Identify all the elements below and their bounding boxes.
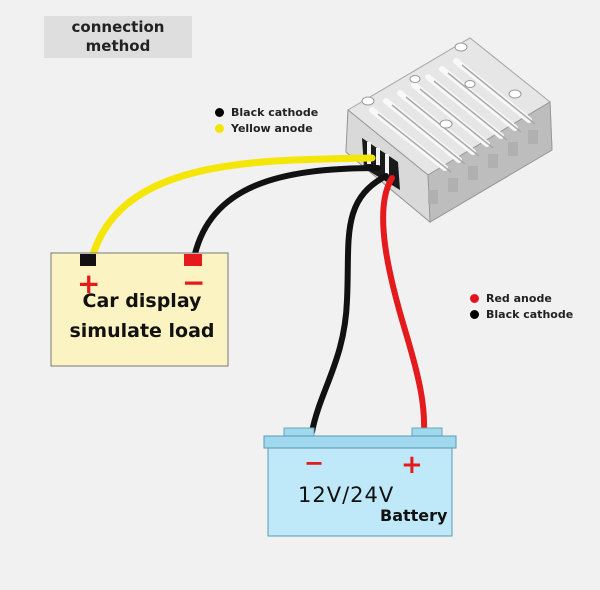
legend-right-red-label: Red anode bbox=[486, 291, 552, 305]
legend-top: Black cathode Yellow anode bbox=[215, 104, 318, 136]
yellow-dot-icon bbox=[215, 123, 224, 133]
load-label-line-2: simulate load bbox=[69, 320, 215, 342]
black-dot-icon bbox=[470, 309, 479, 319]
battery-voltage: 12V/24V bbox=[298, 483, 395, 507]
legend-top-yellow: Yellow anode bbox=[215, 120, 318, 136]
battery-minus-sign: − bbox=[304, 449, 324, 477]
load-plus-sign: + bbox=[77, 267, 100, 300]
legend-top-yellow-label: Yellow anode bbox=[231, 121, 313, 135]
load-minus-sign: − bbox=[182, 266, 205, 299]
black-dot-icon bbox=[215, 107, 224, 117]
load-positive-terminal bbox=[80, 254, 96, 266]
yellow-wire bbox=[88, 154, 376, 262]
legend-right-red: Red anode bbox=[470, 290, 573, 306]
red-wire-battery bbox=[380, 175, 428, 435]
title-line-1: connection bbox=[71, 18, 165, 36]
battery-label: Battery bbox=[380, 506, 448, 525]
load-label-line-1: Car display bbox=[82, 290, 202, 312]
load-negative-terminal bbox=[184, 254, 202, 266]
legend-top-black-label: Black cathode bbox=[231, 105, 319, 119]
load-box bbox=[50, 252, 229, 367]
legend-right-black: Black cathode bbox=[470, 306, 573, 322]
legend-top-black: Black cathode bbox=[215, 104, 318, 120]
title-box: connection method bbox=[44, 16, 192, 58]
battery bbox=[263, 427, 457, 537]
red-dot-icon bbox=[470, 293, 479, 303]
legend-right: Red anode Black cathode bbox=[470, 290, 573, 322]
mounting-holes bbox=[361, 42, 522, 129]
black-wire-load bbox=[191, 165, 381, 261]
converter-module bbox=[345, 37, 553, 224]
title-line-2: method bbox=[85, 37, 151, 55]
black-wire-battery bbox=[309, 173, 389, 435]
battery-plus-sign: + bbox=[401, 450, 423, 480]
legend-right-black-label: Black cathode bbox=[486, 307, 574, 321]
